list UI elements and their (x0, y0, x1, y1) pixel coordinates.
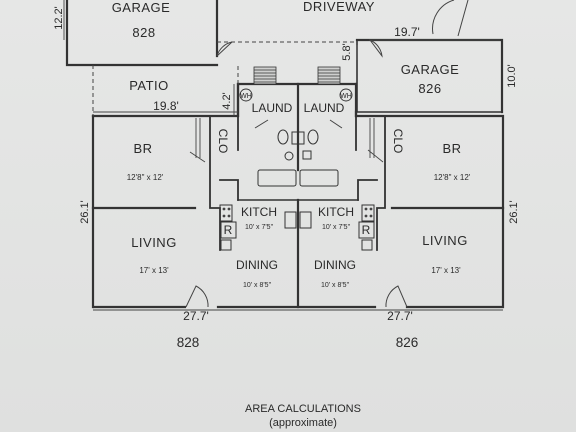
left-dining-label: DINING (236, 258, 278, 272)
left-unit-number: 828 (177, 335, 200, 350)
right-fridge-label: R (362, 223, 371, 237)
left-tub (257, 169, 297, 187)
dim-garage-left: 12.2' (53, 6, 65, 30)
right-sink (302, 150, 312, 160)
right-dining-size: 10' x 8'5" (321, 282, 350, 289)
left-hall-wall (219, 115, 239, 201)
dim-garage-right: 10.0' (506, 64, 518, 88)
garage-right-door (369, 39, 383, 58)
right-br-interior-wall (376, 115, 386, 251)
laundry-doors (254, 119, 343, 129)
garage-right-label: GARAGE (401, 62, 460, 77)
right-living-size: 17' x 13' (431, 266, 461, 275)
driveway-label: DRIVEWAY (303, 0, 375, 14)
left-closet-label: CLO (216, 129, 230, 154)
left-laundry-label: LAUND (252, 101, 293, 115)
left-fridge-label: R (224, 223, 233, 237)
right-stove (361, 204, 375, 222)
left-dim-depth: 26.1' (79, 200, 91, 224)
left-entry-door (185, 285, 209, 308)
right-wh-label: WH (340, 93, 352, 100)
left-water-heater (239, 88, 253, 102)
right-br-size: 12'8" x 12' (434, 173, 471, 182)
left-living-label: LIVING (131, 235, 177, 250)
garage-left-walls (65, 0, 219, 67)
right-tub (299, 169, 339, 187)
right-water-heater (339, 88, 353, 102)
right-dining-label: DINING (314, 258, 356, 272)
right-toilet (307, 129, 319, 145)
left-stove (219, 204, 233, 222)
right-dim-depth: 26.1' (508, 200, 520, 224)
left-kitchen-size: 10' x 7'5" (245, 224, 274, 231)
left-sink (284, 151, 294, 161)
left-dim-width: 27.7' (183, 309, 209, 323)
right-hall-wall (355, 115, 378, 201)
left-br-label: BR (133, 141, 152, 156)
right-fridge (358, 221, 375, 239)
shared-vanity (291, 131, 305, 145)
dim-patio: 19.8' (153, 99, 179, 113)
left-fridge (220, 221, 237, 239)
right-kitchen-sink (299, 211, 312, 229)
garage-right-unit: 826 (418, 81, 441, 96)
left-toilet (277, 129, 289, 145)
patio-label: PATIO (129, 78, 169, 93)
right-laundry-label: LAUND (304, 101, 345, 115)
left-kitchen-sink (284, 211, 297, 229)
right-dim-width: 27.7' (387, 309, 413, 323)
laundry-walls (236, 82, 358, 172)
dim-driveway-left: 5.8' (341, 43, 353, 60)
garage-left-unit: 828 (132, 25, 155, 40)
right-kitchen-size: 10' x 7'5" (322, 224, 351, 231)
left-dining-size: 10' x 8'5" (243, 282, 272, 289)
right-dishwasher (361, 239, 373, 251)
garage-left-door (216, 41, 233, 57)
left-kitchen-label: KITCH (241, 205, 277, 219)
dim-driveway-right: 19.7' (394, 25, 420, 39)
right-kitchen-label: KITCH (318, 205, 354, 219)
left-living-size: 17' x 13' (139, 266, 169, 275)
left-steps (253, 66, 277, 85)
right-unit-number: 826 (396, 335, 419, 350)
left-dishwasher (220, 239, 232, 251)
right-br-label: BR (442, 141, 461, 156)
dim-patio-height: 4.2' (221, 92, 233, 109)
garage-left-label: GARAGE (112, 0, 171, 15)
right-entry-door (385, 285, 408, 308)
left-wh-label: WH (240, 93, 252, 100)
left-br-size: 12'8" x 12' (127, 173, 164, 182)
right-closet-label: CLO (391, 129, 405, 154)
right-steps (317, 66, 341, 85)
area-calc-title: AREA CALCULATIONS (245, 403, 361, 415)
right-living-label: LIVING (422, 233, 468, 248)
driveway-gate-swing (432, 0, 469, 37)
area-calc-subtitle: (approximate) (269, 417, 337, 429)
